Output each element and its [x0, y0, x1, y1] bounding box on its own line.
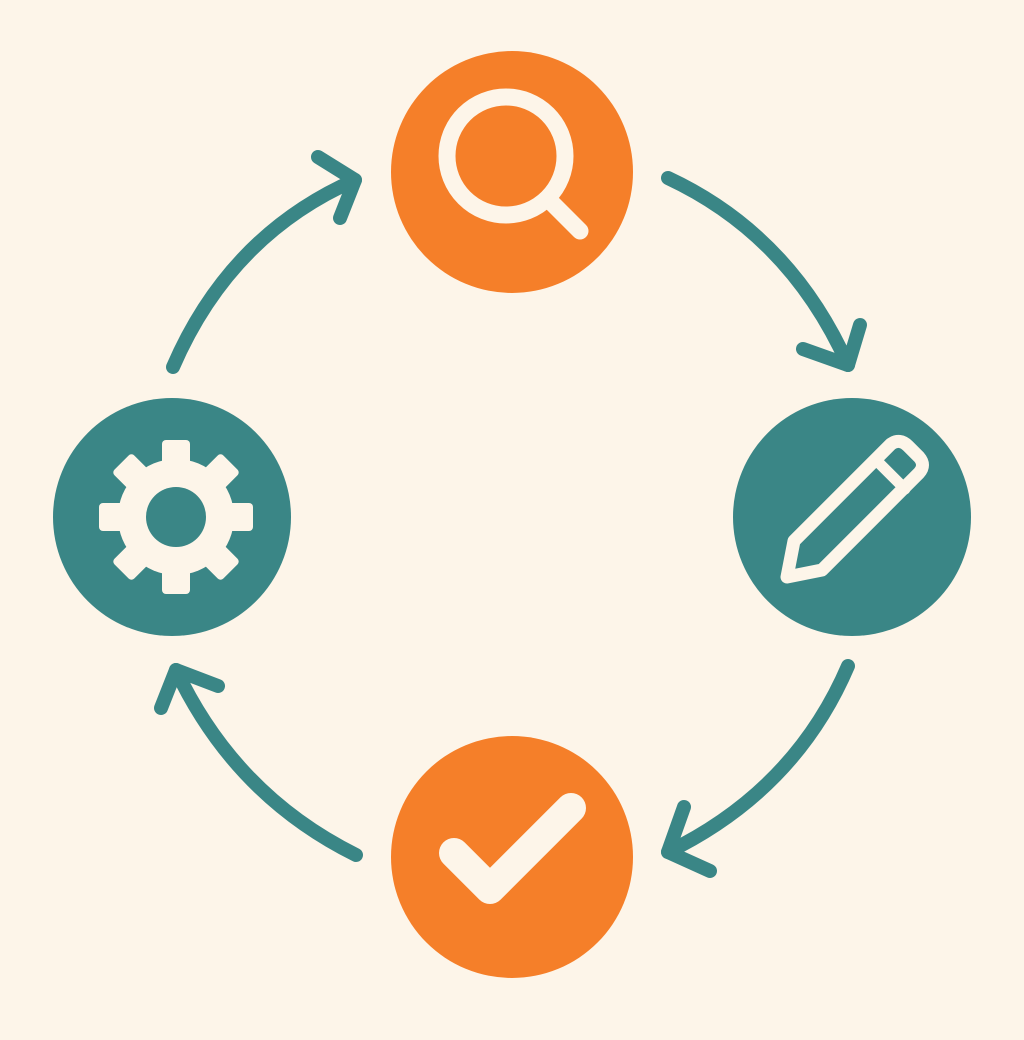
node-configure [53, 398, 291, 636]
arrow-configure-to-search [166, 150, 362, 374]
arrowhead-icon [311, 150, 362, 225]
gear-icon [99, 440, 253, 594]
pencil-icon [780, 434, 929, 584]
arrowhead-icon [796, 318, 867, 372]
arrow-shaft [166, 173, 362, 374]
arrow-shaft [661, 659, 855, 859]
node-edit [733, 398, 971, 636]
node-circle [391, 51, 633, 293]
arrow-shaft [169, 663, 363, 862]
node-approve [391, 736, 633, 978]
arrow-approve-to-configure [154, 663, 363, 862]
arrow-shaft [661, 171, 855, 372]
checkmark-icon [439, 793, 586, 904]
arrow-edit-to-approve [661, 659, 855, 878]
search-icon [438, 88, 589, 240]
arrowhead-icon [661, 800, 717, 878]
node-circle [733, 398, 971, 636]
arrowhead-icon [154, 663, 225, 715]
arrow-search-to-edit [661, 171, 867, 372]
node-search [391, 51, 633, 293]
